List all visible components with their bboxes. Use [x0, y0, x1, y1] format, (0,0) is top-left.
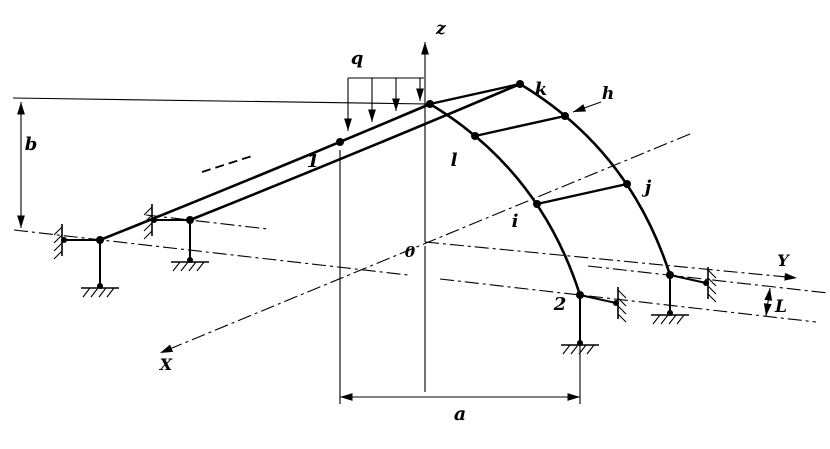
front-arch [98, 102, 582, 297]
support-right-front [560, 286, 627, 355]
node-l-label: l [451, 150, 458, 171]
load-q-label: q [351, 48, 364, 69]
dimension-a [339, 150, 581, 404]
wall-hatch [53, 223, 63, 260]
height-reference-line [12, 97, 429, 105]
link-l-k [473, 114, 567, 138]
axis-x-label: X [159, 355, 173, 374]
support-left-rear [143, 203, 210, 272]
node-j-label: j [642, 177, 652, 198]
front-base-centerline-right [439, 278, 817, 323]
ground-hatch [80, 287, 120, 298]
origin-label: 0 [405, 243, 416, 261]
support-right-rear [650, 266, 717, 325]
dim-b-label: b [25, 134, 38, 155]
dimension-L [763, 287, 773, 317]
axis-z-label: z [435, 19, 446, 39]
wall-hatch [617, 286, 627, 323]
dim-L-label: L [774, 297, 787, 317]
crown-link [428, 82, 522, 106]
ground-hatch [170, 261, 210, 272]
wall-hatch [707, 266, 717, 303]
rear-base-centerline-left [145, 214, 269, 230]
node-k-label: k [535, 79, 547, 100]
rear-arch [188, 82, 672, 277]
support-left-front [53, 223, 120, 298]
node-i-label: i [512, 211, 519, 232]
node-2-label: 2 [553, 294, 567, 315]
axis-y [424, 241, 798, 281]
front-base-centerline [13, 229, 409, 276]
axis-x [159, 133, 691, 354]
node-1-label: 1 [307, 151, 320, 172]
dim-a-label: a [454, 403, 466, 425]
link-i-j [535, 182, 629, 206]
ground-hatch [650, 314, 690, 325]
thickness-pointer [572, 101, 602, 113]
dim-h-label: h [602, 84, 614, 104]
axis-y-label: Y [777, 251, 790, 270]
node-dots [96, 80, 674, 299]
load-arrows [344, 77, 424, 131]
hidden-line-segment [201, 155, 253, 173]
